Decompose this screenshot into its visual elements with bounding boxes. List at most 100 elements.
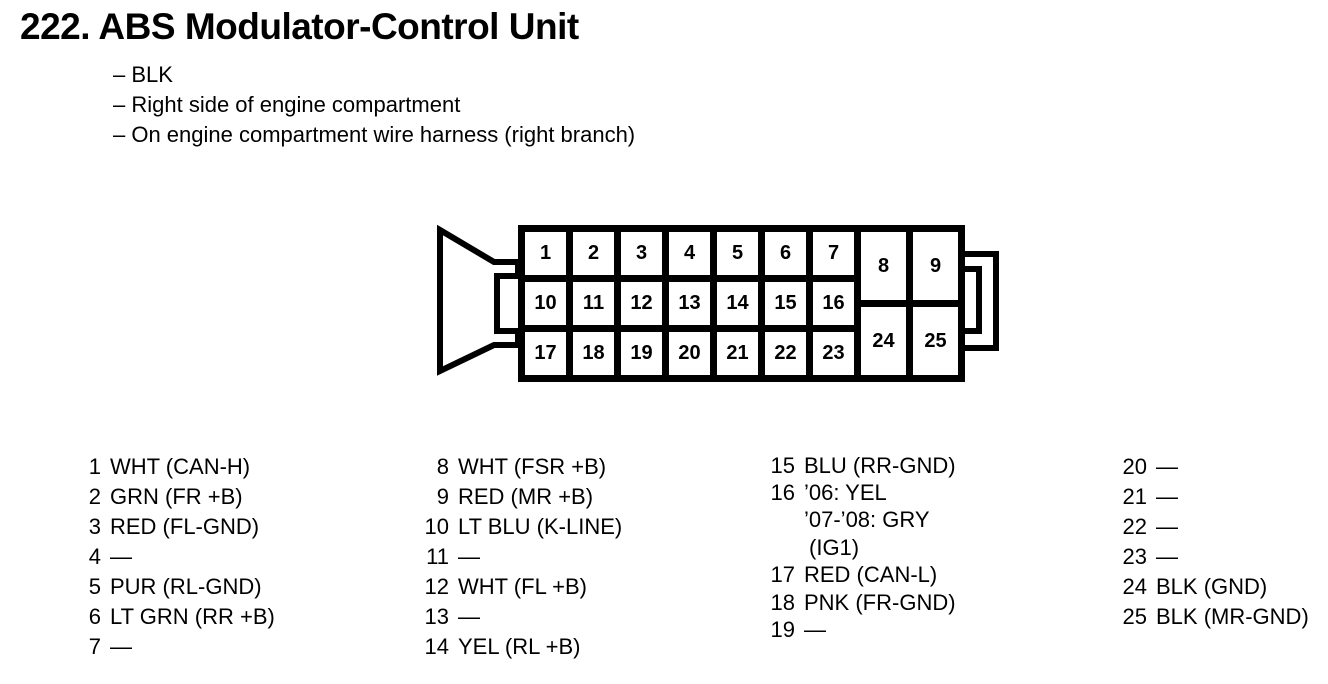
pin-list-item: 23 — bbox=[1119, 542, 1309, 572]
connector-pin-cell: 15 bbox=[765, 282, 806, 325]
connector-pin-cell: 2 bbox=[573, 232, 614, 275]
pin-description: ’07-’08: GRY bbox=[804, 507, 930, 533]
pin-description: PNK (FR-GND) bbox=[804, 589, 956, 615]
pin-description: WHT (FL +B) bbox=[458, 574, 587, 599]
connector-pin-cell: 6 bbox=[765, 232, 806, 275]
pin-description: BLK (MR-GND) bbox=[1156, 604, 1309, 629]
connector-pin-cell: 16 bbox=[813, 282, 854, 325]
pin-description: WHT (FSR +B) bbox=[458, 454, 607, 479]
pin-description: — bbox=[110, 634, 132, 659]
section-title: 222. ABS Modulator-Control Unit bbox=[20, 6, 579, 47]
connector-pin-cell: 8 bbox=[861, 232, 906, 300]
pin-list-item: 17 RED (CAN-L) bbox=[767, 562, 956, 589]
pin-list-item: ’07-’08: GRY bbox=[767, 507, 956, 534]
pin-number: 8 bbox=[436, 454, 449, 479]
pin-list-item: 11 — bbox=[421, 542, 622, 572]
connector-pin-cell: 25 bbox=[913, 307, 958, 375]
pin-list-item: 16 ’06: YEL bbox=[767, 479, 956, 506]
pin-list-item: 24 BLK (GND) bbox=[1119, 572, 1309, 602]
pin-number: 15 bbox=[770, 452, 795, 478]
pin-description: — bbox=[1156, 454, 1178, 479]
pin-list-item: 4— bbox=[75, 542, 275, 572]
connector-pin-cell: 1 bbox=[525, 232, 566, 275]
pin-number: 24 bbox=[1122, 574, 1147, 599]
connector-pin-cell: 11 bbox=[573, 282, 614, 325]
pin-number: 9 bbox=[436, 484, 449, 509]
pin-description: — bbox=[1156, 514, 1178, 539]
pin-number: 17 bbox=[770, 562, 795, 588]
pin-number: 7 bbox=[88, 634, 101, 659]
connector-pin-cell: 21 bbox=[717, 332, 758, 375]
pin-description: BLK (GND) bbox=[1156, 574, 1268, 599]
pin-number: 20 bbox=[1122, 454, 1147, 479]
connector-pin-cell: 12 bbox=[621, 282, 662, 325]
pin-number: 21 bbox=[1122, 484, 1147, 509]
pin-description: LT BLU (K-LINE) bbox=[458, 514, 623, 539]
connector-pin-cell: 24 bbox=[861, 307, 906, 375]
connector-pin-cell: 18 bbox=[573, 332, 614, 375]
pin-number: 16 bbox=[770, 480, 795, 506]
pin-description: — bbox=[1156, 484, 1178, 509]
pin-description: — bbox=[804, 617, 826, 643]
pin-description: ’06: YEL bbox=[804, 480, 887, 506]
connector-pin-cell: 7 bbox=[813, 232, 854, 275]
pin-number: 19 bbox=[770, 617, 795, 643]
pin-list-item: 14 YEL (RL +B) bbox=[421, 632, 622, 662]
pin-number: 5 bbox=[88, 574, 101, 599]
connector-pin-cell: 4 bbox=[669, 232, 710, 275]
note-harness: – On engine compartment wire harness (ri… bbox=[113, 122, 636, 147]
connector-pin-cell: 20 bbox=[669, 332, 710, 375]
pin-list-item: (IG1) bbox=[767, 534, 956, 561]
pin-description: RED (FL-GND) bbox=[110, 514, 260, 539]
pin-description: LT GRN (RR +B) bbox=[110, 604, 275, 629]
pin-list-item: 18 PNK (FR-GND) bbox=[767, 589, 956, 616]
connector-pin-cell: 14 bbox=[717, 282, 758, 325]
pin-description: — bbox=[458, 604, 480, 629]
pin-description: — bbox=[1156, 544, 1178, 569]
connector-pin-cell: 10 bbox=[525, 282, 566, 325]
pin-number: 18 bbox=[770, 589, 795, 615]
pin-number: 11 bbox=[426, 544, 449, 569]
pin-number: 23 bbox=[1122, 544, 1147, 569]
connector-diagram: 1 2 3 4 5 6 7 10 11 12 13 14 15 16 17 18… bbox=[518, 225, 965, 382]
pin-number: 14 bbox=[424, 634, 449, 659]
pin-number: 12 bbox=[424, 574, 449, 599]
pin-number: 2 bbox=[88, 484, 101, 509]
pin-description: PUR (RL-GND) bbox=[110, 574, 262, 599]
connector-pin-cell: 5 bbox=[717, 232, 758, 275]
pin-description: (IG1) bbox=[809, 534, 860, 560]
note-location: – Right side of engine compartment bbox=[113, 92, 461, 117]
pin-list-item: 5 PUR (RL-GND) bbox=[75, 572, 275, 602]
connector-pin-cell: 22 bbox=[765, 332, 806, 375]
pin-number: 1 bbox=[88, 454, 101, 479]
connector-pin-cell: 19 bbox=[621, 332, 662, 375]
pin-description: — bbox=[110, 544, 132, 569]
connector-location-notes: – BLK – Right side of engine compartment… bbox=[113, 60, 635, 150]
connector-pin-cell: 9 bbox=[913, 232, 958, 300]
pin-list-item: 22— bbox=[1119, 512, 1309, 542]
pin-list-item: 21 — bbox=[1119, 482, 1309, 512]
pin-list-item: 12 WHT (FL +B) bbox=[421, 572, 622, 602]
pin-description: RED (CAN-L) bbox=[804, 562, 938, 588]
pin-number: 3 bbox=[88, 514, 101, 539]
connector-pin-cell: 13 bbox=[669, 282, 710, 325]
note-wire-color: – BLK bbox=[113, 62, 173, 87]
pin-description: YEL (RL +B) bbox=[458, 634, 581, 659]
connector-pin-cell: 3 bbox=[621, 232, 662, 275]
pin-description: — bbox=[458, 544, 480, 569]
pin-list-item: 19 — bbox=[767, 616, 956, 643]
pin-list-item: 3 RED (FL-GND) bbox=[75, 512, 275, 542]
pin-number: 4 bbox=[88, 544, 101, 569]
pin-list-item: 7— bbox=[75, 632, 275, 662]
